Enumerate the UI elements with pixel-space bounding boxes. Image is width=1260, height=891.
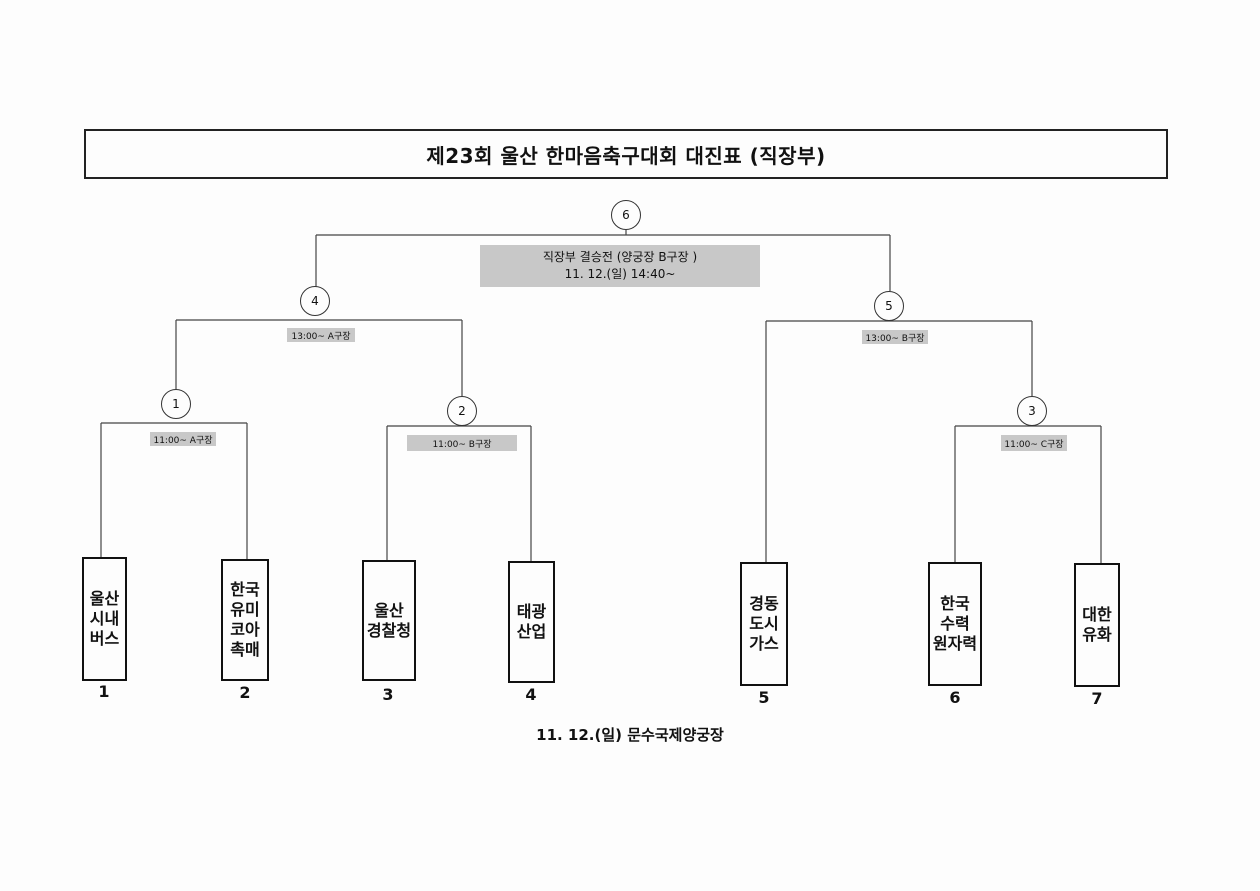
- semifinal-4-connector: [175, 319, 463, 396]
- final-label: 직장부 결승전 (양궁장 B구장 ): [542, 250, 698, 264]
- bracket-title: 제23회 울산 한마음축구대회 대진표 (직장부): [84, 129, 1168, 179]
- seed-number: 3: [382, 685, 394, 704]
- match-number-circle-1: 1: [161, 389, 191, 419]
- team-box: 한국 수력 원자력: [928, 562, 982, 686]
- match-2-slot: 11:00~ B구장: [407, 435, 517, 451]
- team-name: 한국 유미 코아 촉매: [230, 580, 260, 659]
- match-number-circle-5: 5: [874, 291, 904, 321]
- final-connector: [315, 230, 891, 291]
- team-box: 경동 도시 가스: [740, 562, 788, 686]
- match-1-slot: 11:00~ A구장: [150, 432, 216, 446]
- seed-number: 1: [98, 682, 110, 701]
- semifinal-5-connector: [765, 320, 1033, 563]
- team-box: 대한 유화: [1074, 563, 1120, 687]
- match-3-connector: [954, 425, 1102, 564]
- team-box: 태광 산업: [508, 561, 555, 683]
- seed-number: 2: [239, 683, 251, 702]
- team-name: 경동 도시 가스: [749, 594, 779, 653]
- match-number-circle-final: 6: [611, 200, 641, 230]
- venue-footer: 11. 12.(일) 문수국제양궁장: [536, 726, 724, 744]
- match-number-circle-2: 2: [447, 396, 477, 426]
- final-banner: 직장부 결승전 (양궁장 B구장 ) 11. 12.(일) 14:40~: [480, 245, 760, 287]
- team-box: 울산 시내 버스: [82, 557, 127, 681]
- final-datetime: 11. 12.(일) 14:40~: [564, 267, 676, 281]
- seed-number: 5: [758, 688, 770, 707]
- team-box: 울산 경찰청: [362, 560, 416, 681]
- match-2-connector: [386, 425, 532, 562]
- team-name: 대한 유화: [1082, 605, 1112, 644]
- team-name: 태광 산업: [516, 602, 547, 641]
- seed-number: 4: [525, 685, 537, 704]
- match-3-slot: 11:00~ C구장: [1001, 435, 1067, 451]
- team-name: 한국 수력 원자력: [932, 594, 978, 653]
- seed-number: 6: [949, 688, 961, 707]
- team-name: 울산 경찰청: [366, 600, 412, 640]
- semifinal-5-slot: 13:00~ B구장: [862, 330, 928, 344]
- match-1-connector: [100, 422, 248, 560]
- match-number-circle-3: 3: [1017, 396, 1047, 426]
- seed-number: 7: [1091, 689, 1103, 708]
- team-box: 한국 유미 코아 촉매: [221, 559, 269, 681]
- match-number-circle-4: 4: [300, 286, 330, 316]
- team-name: 울산 시내 버스: [89, 589, 120, 648]
- semifinal-4-slot: 13:00~ A구장: [287, 328, 355, 342]
